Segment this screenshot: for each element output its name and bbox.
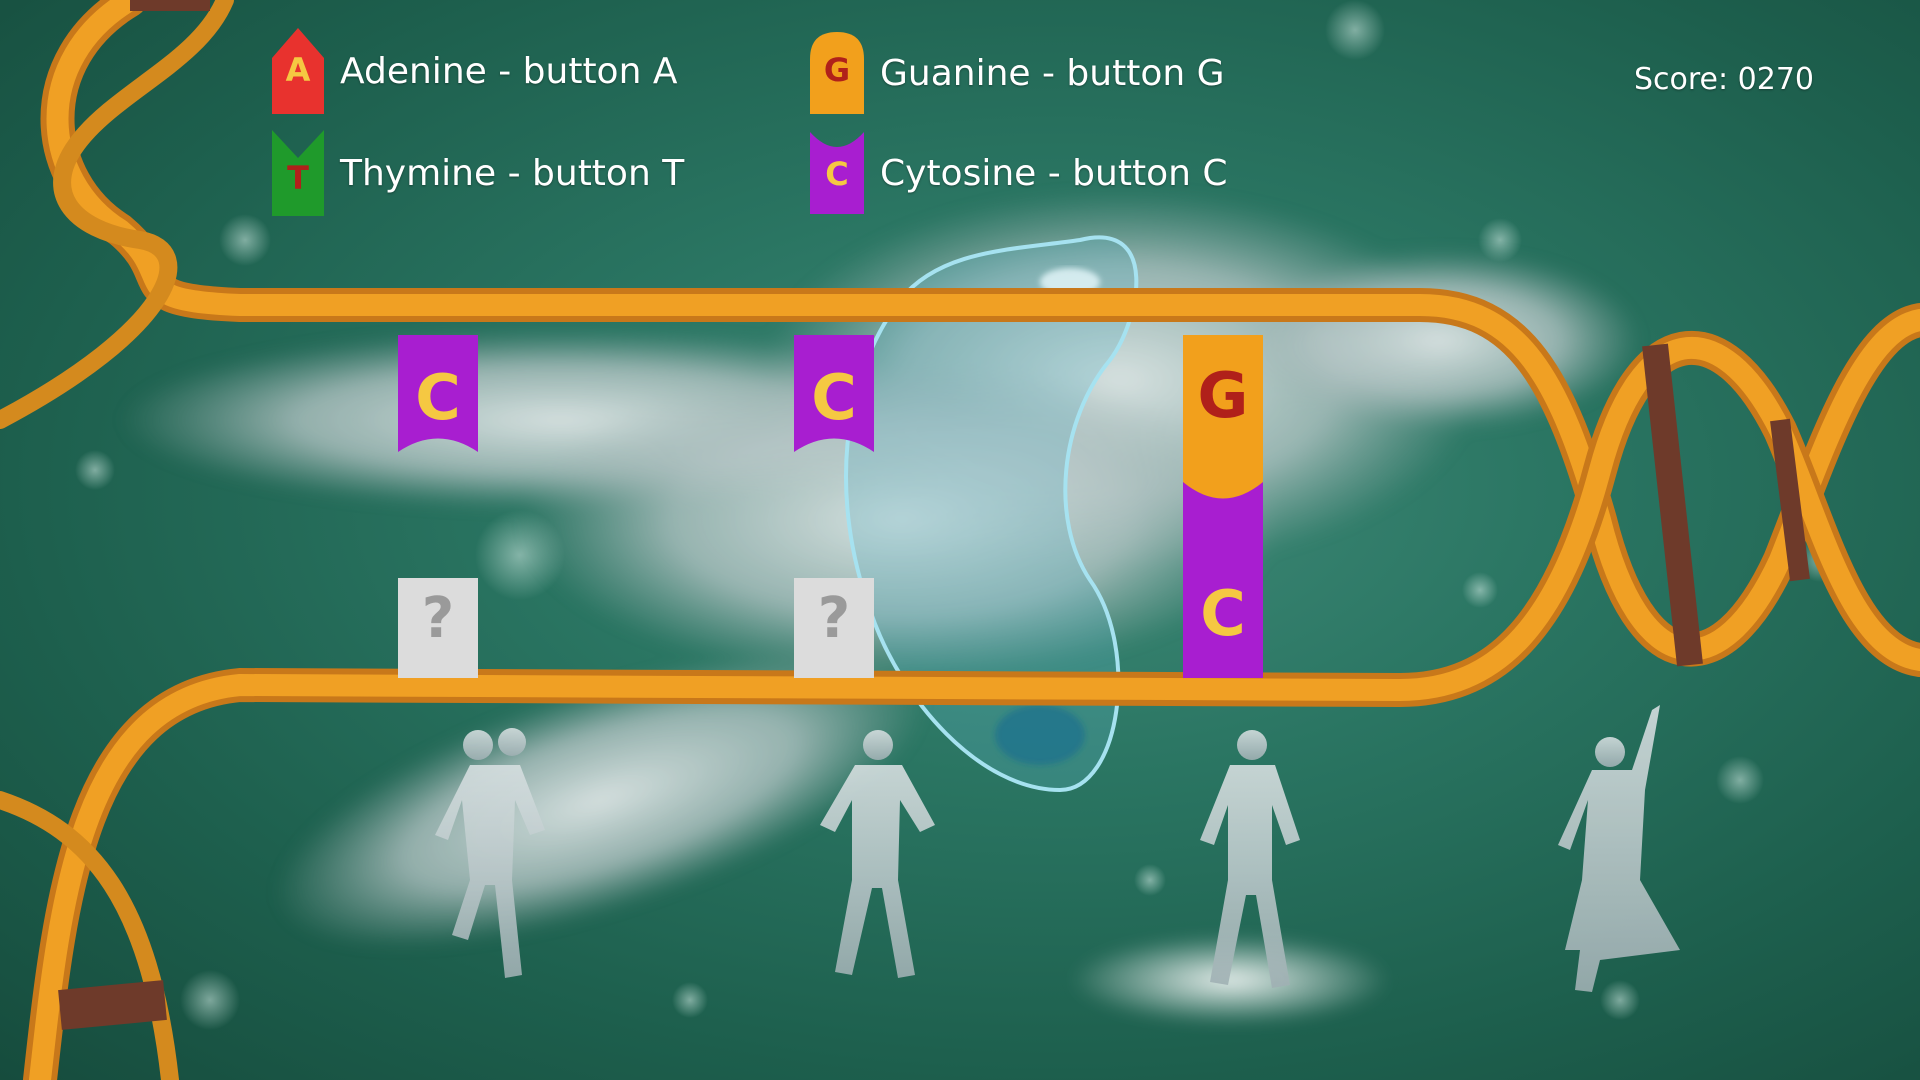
bottom-slot-1[interactable]: ? [398, 578, 478, 678]
legend-thymine-label: Thymine - button T [340, 152, 685, 194]
svg-text:A: A [286, 51, 311, 89]
svg-text:T: T [287, 159, 309, 197]
top-base-2: C [794, 335, 874, 452]
cytosine-icon: C [810, 132, 864, 214]
legend-thymine: T Thymine - button T [272, 130, 684, 216]
top-base-3-letter: G [1198, 359, 1249, 432]
human-figure-3 [1200, 730, 1300, 988]
bottom-base-3-letter: C [1200, 577, 1246, 650]
bottom-slot-2[interactable]: ? [794, 578, 874, 678]
top-base-3: G [1183, 335, 1263, 508]
legend-guanine-label: Guanine - button G [880, 52, 1225, 94]
score-display: Score: 0270 [1633, 62, 1814, 97]
cloud-nebula [120, 190, 1640, 1025]
bottom-base-3: C [1183, 482, 1263, 678]
bottom-slot-1-mark: ? [422, 586, 454, 651]
top-base-1: C [398, 335, 478, 452]
human-figure-4 [1558, 705, 1680, 992]
human-figure-1 [435, 728, 545, 978]
top-base-1-letter: C [415, 361, 461, 434]
legend-guanine: G Guanine - button G [810, 32, 1225, 114]
thymine-icon: T [272, 130, 324, 216]
svg-text:G: G [824, 51, 850, 89]
svg-text:C: C [825, 155, 848, 193]
bottom-slot-2-mark: ? [818, 586, 850, 651]
legend-adenine: A Adenine - button A [272, 28, 677, 114]
guanine-icon: G [810, 32, 864, 114]
legend-cytosine-label: Cytosine - button C [880, 152, 1228, 194]
legend-adenine-label: Adenine - button A [340, 50, 678, 92]
adenine-icon: A [272, 28, 324, 114]
human-figure-2 [820, 730, 935, 978]
legend-cytosine: C Cytosine - button C [810, 132, 1228, 214]
top-base-2-letter: C [811, 361, 857, 434]
